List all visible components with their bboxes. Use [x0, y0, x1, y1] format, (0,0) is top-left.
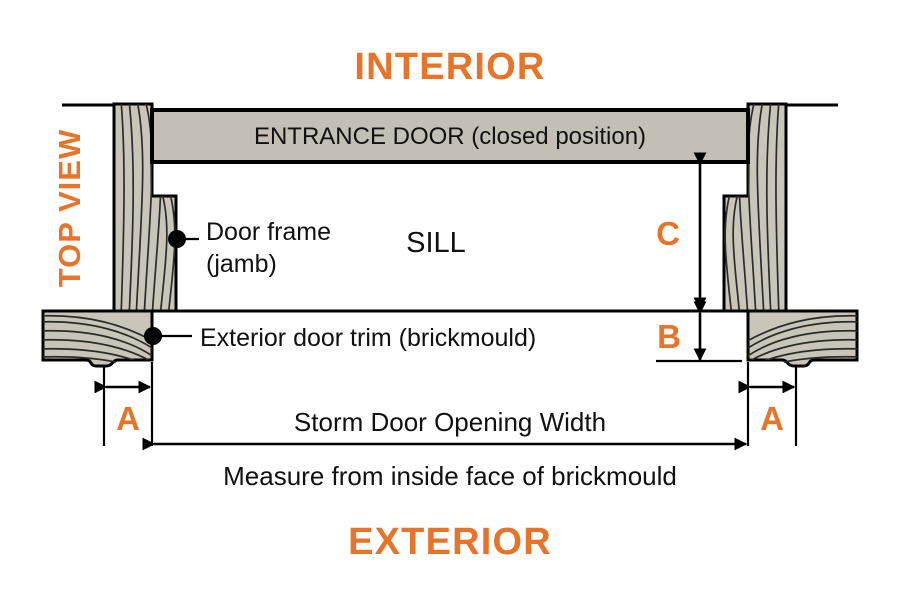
entrance-door-label: ENTRANCE DOOR (closed position)	[254, 123, 646, 150]
opening-width-label: Storm Door Opening Width	[294, 407, 606, 437]
dimension-C: C	[656, 152, 707, 311]
storm-door-opening-width-dimension: Storm Door Opening Width Measure from in…	[142, 407, 748, 491]
callout-door-frame-jamb: Door frame (jamb)	[168, 218, 331, 278]
interior-heading: INTERIOR	[354, 46, 545, 88]
top-view-label: TOP VIEW	[52, 129, 87, 287]
brickmould-right	[746, 309, 859, 368]
callout-label-jamb-line2: (jamb)	[206, 250, 277, 278]
dimension-B-letter: B	[657, 318, 681, 355]
dimension-A-right-letter: A	[760, 400, 784, 437]
sill-area: SILL	[176, 227, 724, 313]
sill-label: SILL	[406, 227, 466, 259]
wood-grain-right-brickmould	[748, 314, 857, 366]
dimension-A-left-letter: A	[116, 400, 140, 437]
door-jamb-left	[112, 102, 178, 313]
callout-label-jamb-line1: Door frame	[206, 218, 331, 246]
wood-grain-left-jamb	[120, 104, 176, 311]
brickmould-left	[41, 309, 154, 368]
dimension-A-left: A	[94, 362, 154, 446]
exterior-heading: EXTERIOR	[348, 521, 552, 563]
entrance-door-bar: ENTRANCE DOOR (closed position)	[150, 108, 750, 164]
dimension-C-letter: C	[656, 215, 680, 252]
callout-label-brickmould: Exterior door trim (brickmould)	[200, 324, 536, 352]
dimension-A-right: A	[738, 362, 798, 446]
callout-brickmould: Exterior door trim (brickmould)	[144, 324, 536, 352]
dimension-B: B	[656, 301, 742, 363]
measure-note: Measure from inside face of brickmould	[223, 461, 677, 491]
